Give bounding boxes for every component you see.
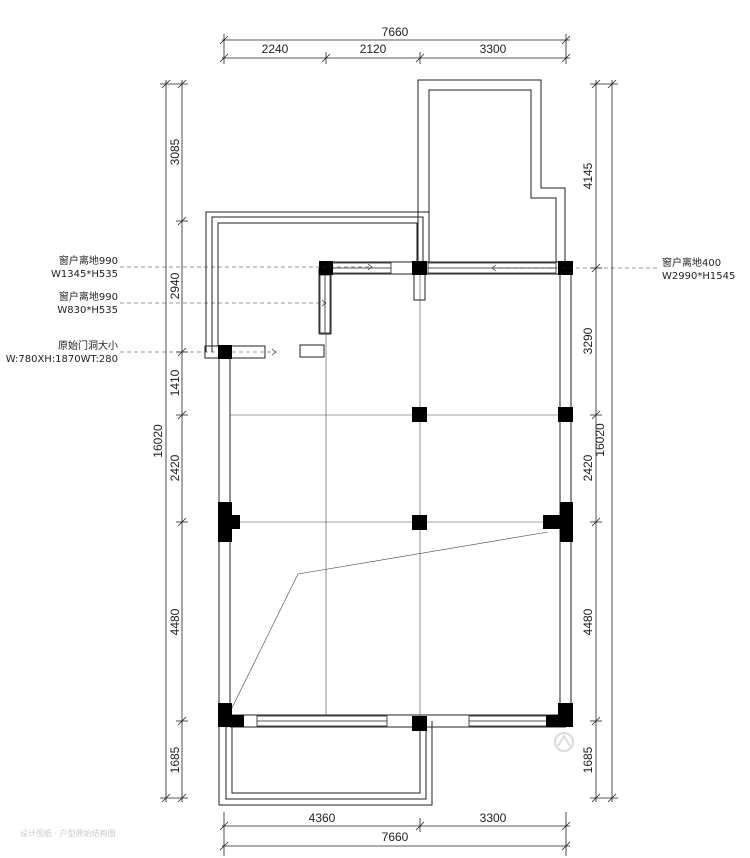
dim-left-seg-5: 4480 xyxy=(168,608,182,635)
column xyxy=(319,261,333,275)
column xyxy=(232,515,240,529)
column xyxy=(412,716,427,731)
right-dimension-chain xyxy=(590,79,618,803)
left-dimension-chain xyxy=(160,79,188,803)
dim-left-seg-4: 2420 xyxy=(168,454,182,481)
window-right-size: W2990*H1545 xyxy=(662,271,735,282)
column xyxy=(558,703,573,727)
door-opening-size: W:780XH:1870WT:280 xyxy=(6,354,118,365)
column xyxy=(232,715,244,727)
column xyxy=(412,515,427,530)
column xyxy=(543,515,560,529)
window-right-height: 窗户离地400 xyxy=(662,256,721,269)
column xyxy=(546,715,558,727)
window-left-2-height: 窗户离地990 xyxy=(59,290,118,303)
grid-lines xyxy=(225,274,560,721)
dim-right-total: 16020 xyxy=(593,423,607,457)
dim-top-seg-1: 2240 xyxy=(262,42,289,56)
bottom-dimension-chain xyxy=(219,812,571,856)
column xyxy=(560,502,573,542)
column xyxy=(412,261,427,275)
dim-left-seg-1: 3085 xyxy=(168,138,182,165)
dim-bottom-seg-2: 3300 xyxy=(480,811,507,825)
top-dimension-chain xyxy=(219,34,571,64)
dim-left-seg-2: 2940 xyxy=(168,272,182,299)
dim-right-seg-1: 4145 xyxy=(581,162,595,189)
leader-arrows xyxy=(271,263,497,356)
dim-top-seg-3: 3300 xyxy=(480,42,507,56)
dim-right-seg-4: 4480 xyxy=(581,608,595,635)
dim-top-seg-2: 2120 xyxy=(360,42,387,56)
dim-left-total: 16020 xyxy=(151,424,165,458)
dim-right-seg-3: 2420 xyxy=(581,454,595,481)
dim-right-seg-2: 3290 xyxy=(581,327,595,354)
watermark-logo xyxy=(554,732,574,752)
dim-bottom-total: 7660 xyxy=(382,830,409,844)
column xyxy=(218,703,232,727)
walls xyxy=(204,79,572,806)
window-left-1-height: 窗户离地990 xyxy=(59,254,118,267)
dim-left-seg-6: 1685 xyxy=(168,746,182,773)
dim-left-seg-3: 1410 xyxy=(168,369,182,396)
window-left-1-size: W1345*H535 xyxy=(51,269,118,280)
door-opening-title: 原始门洞大小 xyxy=(58,339,118,352)
watermark-text: 设计图纸 · 户型原始结构图 xyxy=(20,828,116,838)
columns xyxy=(218,261,573,731)
dim-right-seg-5: 1685 xyxy=(581,746,595,773)
column xyxy=(218,502,232,542)
leader-lines xyxy=(120,266,660,353)
column xyxy=(558,407,573,422)
dim-top-total: 7660 xyxy=(382,25,409,39)
window-left-2-size: W830*H535 xyxy=(57,305,118,316)
windows xyxy=(256,262,557,727)
dim-bottom-seg-1: 4360 xyxy=(309,811,336,825)
column xyxy=(412,407,427,422)
